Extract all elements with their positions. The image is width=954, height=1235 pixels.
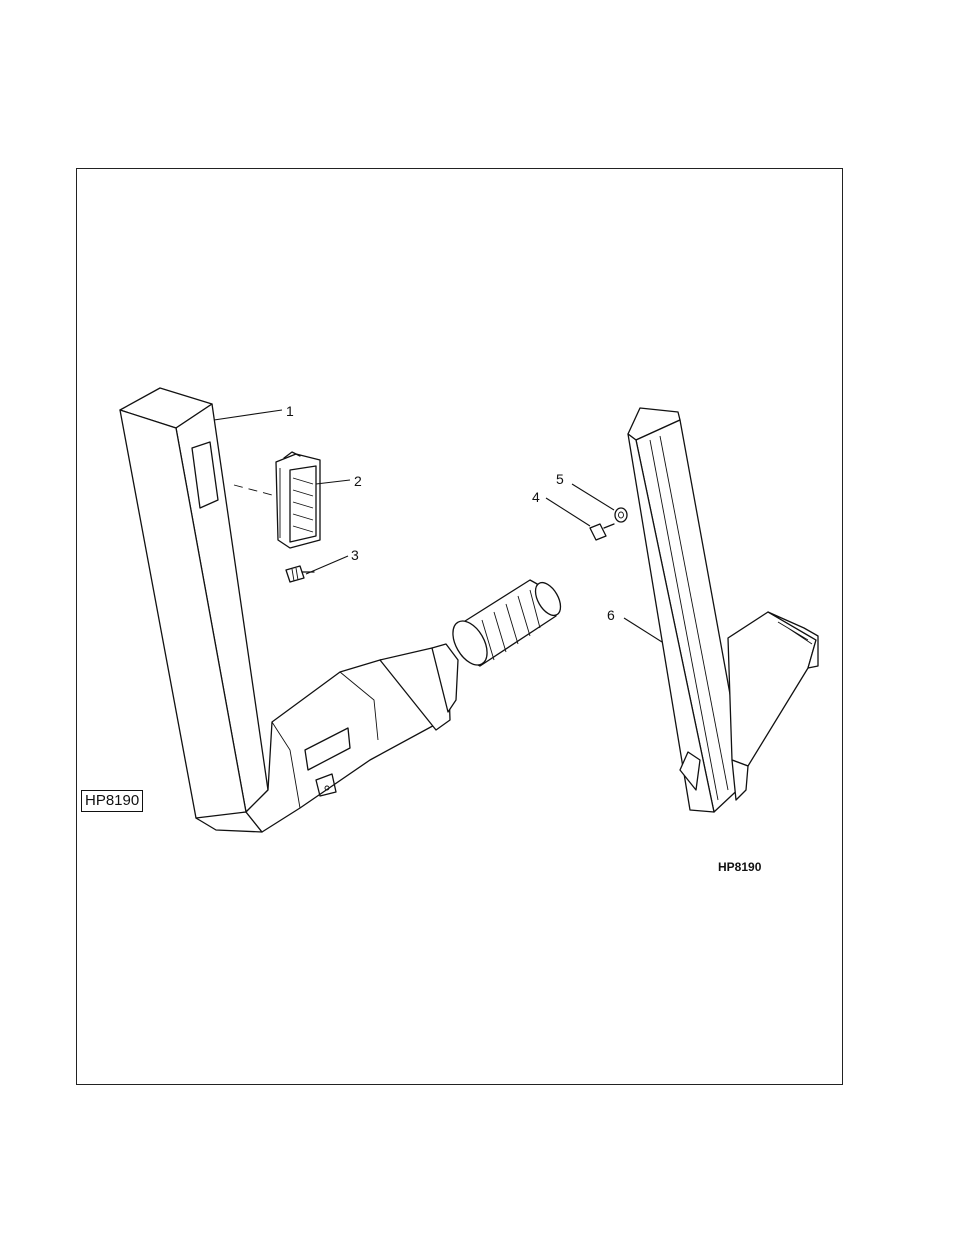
figure-id: HP8190 xyxy=(718,860,762,874)
washer-part-5 xyxy=(615,508,627,522)
callout-2: 2 xyxy=(354,473,362,489)
callout-4: 4 xyxy=(532,489,540,505)
screw-part-4 xyxy=(590,524,614,540)
vent-register-part-2 xyxy=(234,452,320,548)
right-duct-part-6 xyxy=(628,408,818,812)
callout-5: 5 xyxy=(556,471,564,487)
figure-label-box: HP8190 xyxy=(81,790,143,812)
callout-3: 3 xyxy=(351,547,359,563)
callout-6: 6 xyxy=(607,607,615,623)
flexible-hose xyxy=(446,578,566,670)
screw-part-3 xyxy=(286,566,314,582)
callout-1: 1 xyxy=(286,403,294,419)
